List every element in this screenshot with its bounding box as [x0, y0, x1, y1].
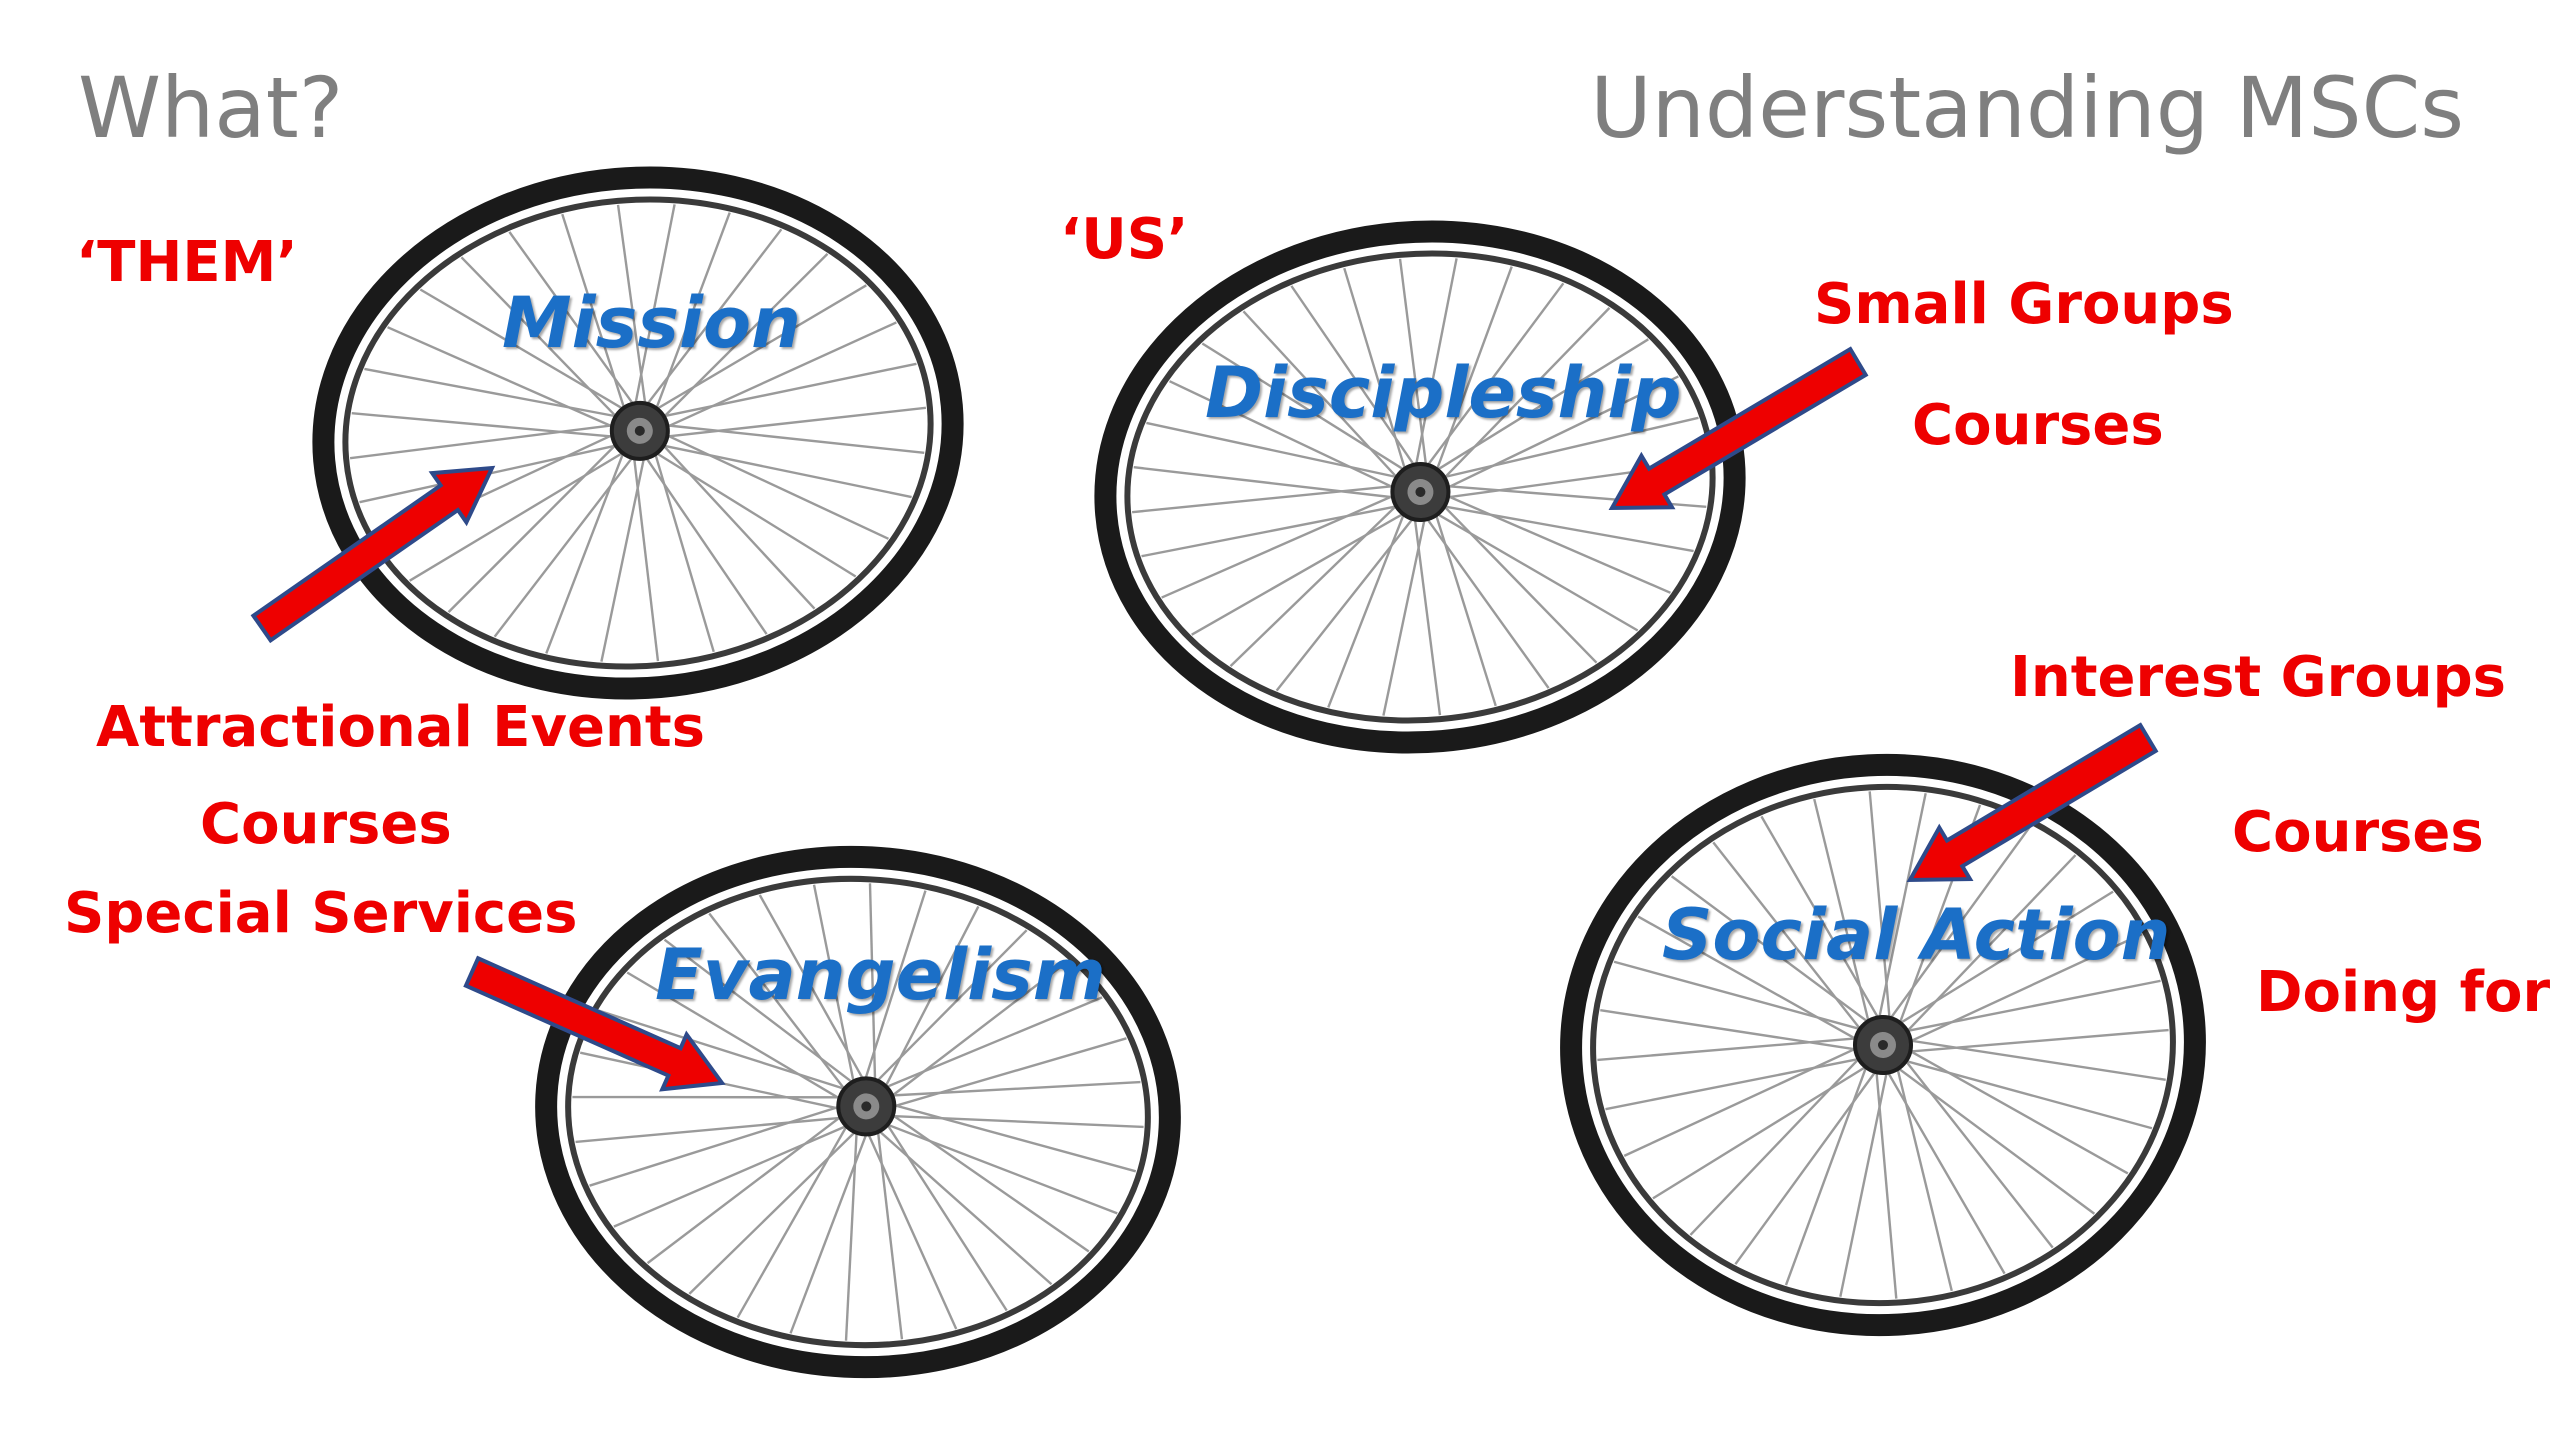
wheel-label-mission: Mission	[502, 282, 801, 364]
block-arrow-icon	[1608, 346, 1869, 511]
social-action-item: Interest Groups	[2010, 645, 2506, 710]
discipleship-item: Small Groups	[1814, 272, 2234, 337]
audience-label-them: ‘THEM’	[76, 230, 298, 295]
social-action-item: Courses	[2232, 800, 2484, 865]
bicycle-wheel-icon	[1094, 220, 1746, 754]
mission-item: Special Services	[64, 881, 578, 946]
social-action-item: Doing for	[2256, 960, 2551, 1025]
bicycle-wheel-icon	[312, 166, 964, 700]
wheel-label-evangelism: Evangelism	[655, 934, 1106, 1016]
block-arrow-icon	[1906, 722, 2159, 883]
page-subtitle: Understanding MSCs	[1590, 59, 2464, 157]
wheel-label-discipleship: Discipleship	[1205, 352, 1682, 434]
mission-item: Courses	[200, 792, 452, 857]
bicycle-wheel-icon	[1560, 753, 2206, 1337]
audience-label-us: ‘US’	[1060, 207, 1189, 272]
block-arrow-icon	[250, 465, 496, 644]
bicycle-wheel-icon	[535, 845, 1181, 1379]
block-arrow-icon	[463, 955, 726, 1092]
discipleship-item: Courses	[1912, 393, 2164, 458]
page-title: What?	[78, 59, 344, 157]
wheel-label-social-action: Social Action	[1662, 894, 2171, 976]
mission-item: Attractional Events	[96, 695, 705, 760]
